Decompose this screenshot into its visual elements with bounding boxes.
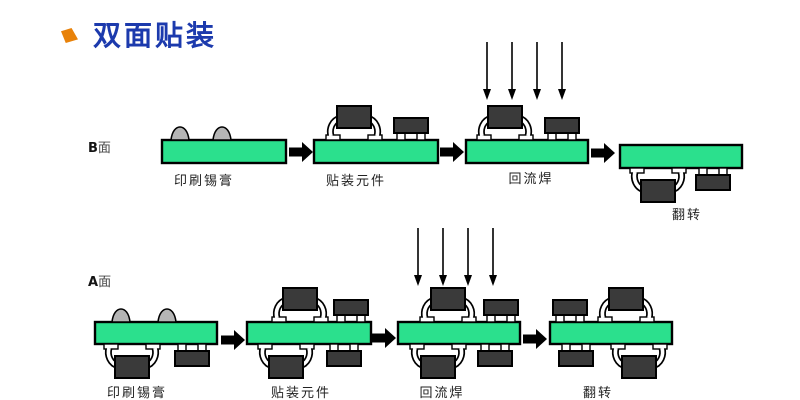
- pcb-board: [396, 320, 522, 346]
- ic-component: [598, 288, 654, 322]
- chip-component: [477, 343, 513, 367]
- solder-paste-bump: [111, 308, 131, 323]
- chip-component: [695, 167, 731, 191]
- heat-arrow-icon: [438, 227, 448, 287]
- chip-component: [558, 343, 594, 367]
- ic-component: [611, 344, 667, 378]
- process-arrow-icon: [523, 329, 547, 349]
- ic-component: [104, 344, 160, 378]
- side-label-a-letter: A: [88, 275, 99, 290]
- step-label-b-print: 印刷锡膏: [173, 174, 235, 189]
- a-step-place-components: [245, 288, 373, 378]
- chip-component: [174, 343, 210, 367]
- solder-paste-bump: [157, 308, 177, 323]
- pcb-board: [160, 138, 288, 165]
- solder-paste-bump: [212, 126, 232, 141]
- row-b-diagram: [160, 41, 744, 202]
- process-arrow-icon: [221, 330, 245, 350]
- b-step-place-components: [312, 106, 440, 165]
- a-step-reflow-solder: [396, 227, 522, 378]
- b-step-print-solder-paste: [160, 126, 288, 165]
- heat-arrow-icon: [413, 227, 423, 287]
- ic-component: [477, 106, 533, 140]
- b-step-flip-board: [618, 143, 744, 202]
- chip-component: [393, 117, 429, 141]
- heat-arrow-icon: [532, 41, 542, 101]
- chip-component: [333, 299, 369, 323]
- side-label-b-cjk: 面: [97, 141, 111, 156]
- process-arrow-icon: [289, 142, 313, 162]
- side-label-a-cjk: 面: [98, 275, 112, 290]
- step-label-b-reflow: 回流焊: [508, 172, 554, 187]
- step-label-a-print: 印刷锡膏: [106, 386, 168, 400]
- step-label-a-reflow: 回流焊: [419, 386, 465, 400]
- a-step-flip-board: [548, 288, 674, 378]
- process-arrow-icon: [372, 328, 396, 348]
- heat-arrow-icon: [482, 41, 492, 101]
- chip-component: [326, 343, 362, 367]
- chip-component: [552, 299, 588, 323]
- ic-component: [326, 106, 382, 140]
- ic-component: [410, 344, 466, 378]
- step-label-a-place: 贴装元件: [270, 386, 332, 400]
- heat-arrow-icon: [507, 41, 517, 101]
- a-step-print-solder-paste: [93, 308, 219, 378]
- side-label-b-letter: B: [88, 141, 98, 156]
- slide-title: 双面贴装: [93, 19, 218, 52]
- heat-arrow-icon: [463, 227, 473, 287]
- pcb-board: [464, 138, 590, 165]
- heat-arrow-icon: [488, 227, 498, 287]
- row-a-diagram: [93, 227, 674, 378]
- pcb-board: [618, 143, 744, 170]
- pcb-board: [548, 320, 674, 346]
- side-label-b: B面: [88, 137, 111, 156]
- process-arrow-icon: [440, 142, 464, 162]
- b-step-reflow-solder: [464, 41, 590, 165]
- chip-component: [483, 299, 519, 323]
- ic-component: [272, 288, 328, 322]
- step-label-b-place: 贴装元件: [325, 174, 387, 189]
- solder-paste-bump: [170, 126, 190, 141]
- heat-arrow-icon: [557, 41, 567, 101]
- pcb-board: [312, 138, 440, 165]
- pcb-board: [93, 320, 219, 346]
- pcb-board: [245, 320, 373, 346]
- process-arrow-icon: [591, 143, 615, 163]
- chip-component: [544, 117, 580, 141]
- ic-component: [630, 168, 686, 202]
- side-label-a: A面: [88, 271, 111, 290]
- step-label-b-flip: 翻转: [671, 208, 703, 223]
- step-label-a-flip: 翻转: [582, 386, 614, 400]
- ic-component: [258, 344, 314, 378]
- ic-component: [420, 288, 476, 322]
